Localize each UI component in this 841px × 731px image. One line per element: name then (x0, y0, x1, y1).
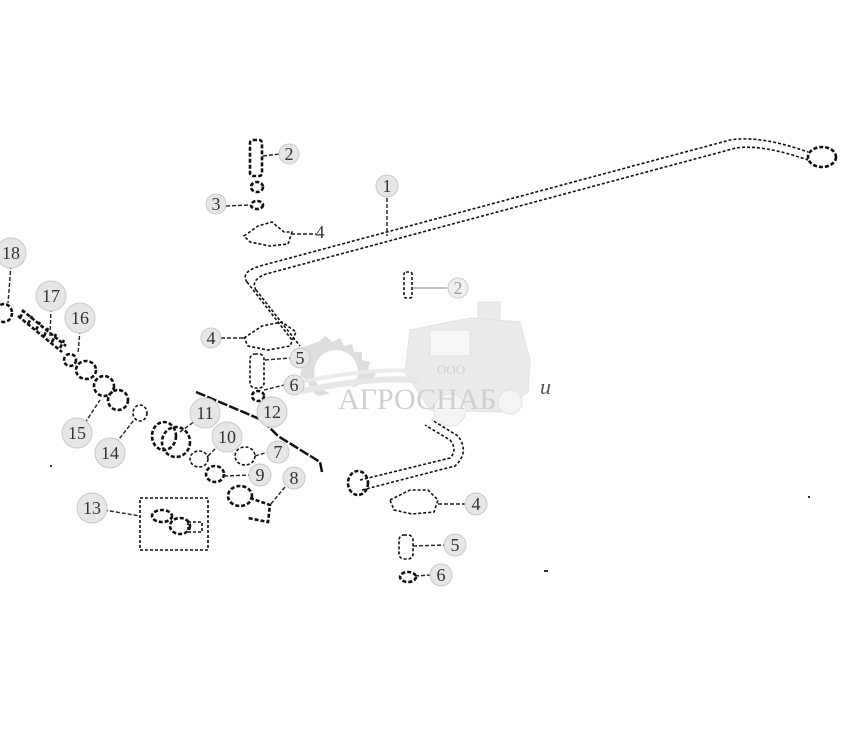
svg-text:17: 17 (42, 286, 60, 306)
callout-9: 9 (248, 463, 272, 487)
part-15-plunger (74, 359, 130, 412)
svg-text:13: 13 (83, 498, 101, 518)
part-2-bolt-middle (403, 271, 413, 299)
callout-16: 16 (64, 302, 96, 334)
svg-text:4: 4 (472, 494, 481, 514)
watermark-logo: ООО АГРОСНАБ (296, 301, 531, 427)
callout-8: 8 (282, 466, 306, 490)
part-1-tube (244, 138, 838, 347)
support-bar (195, 390, 324, 473)
lower-tube (346, 419, 465, 497)
svg-text:16: 16 (71, 308, 89, 328)
svg-text:4: 4 (316, 222, 325, 242)
part-6-nut (250, 389, 418, 584)
part-4-clamp-upper (242, 221, 294, 247)
callout-6-middle: 6 (283, 374, 305, 396)
callout-10: 10 (211, 421, 243, 453)
svg-text:11: 11 (196, 403, 213, 423)
watermark-prefix: ООО (437, 362, 465, 377)
svg-text:2: 2 (285, 144, 294, 164)
svg-text:15: 15 (68, 423, 86, 443)
callout-4-middle: 4 (200, 327, 222, 349)
svg-text:1: 1 (383, 176, 392, 196)
part-2-bolt-upper (248, 138, 264, 178)
callout-17: 17 (35, 280, 67, 312)
stray-mark (544, 570, 548, 572)
part-18-ring (0, 302, 14, 324)
svg-text:9: 9 (256, 465, 265, 485)
callout-6-lower: 6 (429, 563, 453, 587)
part-4-clamp-middle (242, 321, 297, 351)
watermark-suffix: и (540, 374, 551, 399)
svg-text:8: 8 (290, 468, 299, 488)
watermark-brand: АГРОСНАБ (338, 383, 497, 416)
part-8-elbow (226, 484, 272, 524)
svg-text:2: 2 (454, 278, 463, 298)
leader-lines (7, 153, 466, 577)
callout-2-middle: 2 (447, 277, 469, 299)
callout-4-lower: 4 (464, 492, 488, 516)
part-9-oring (204, 464, 226, 484)
svg-text:3: 3 (212, 194, 221, 214)
svg-text:6: 6 (437, 565, 446, 585)
part-10-oring (189, 450, 209, 468)
callout-13: 13 (76, 492, 108, 524)
svg-text:18: 18 (2, 243, 20, 263)
svg-text:14: 14 (101, 443, 119, 463)
stray-mark (50, 465, 52, 467)
callout-7: 7 (266, 440, 290, 464)
svg-text:10: 10 (218, 427, 236, 447)
callout-5-lower: 5 (443, 533, 467, 557)
part-17-spring (17, 308, 67, 354)
part-11-fitting (150, 420, 192, 459)
svg-text:5: 5 (296, 348, 305, 368)
svg-text:6: 6 (290, 375, 299, 395)
combine-harvester-icon (404, 301, 531, 427)
part-5-sleeve-middle (249, 353, 265, 389)
part-7-oring (234, 446, 256, 466)
svg-text:7: 7 (274, 442, 283, 462)
callout-18: 18 (0, 237, 27, 269)
stray-mark (808, 496, 810, 498)
part-5-sleeve-lower (398, 534, 414, 560)
callout-14: 14 (94, 437, 126, 469)
callout-11: 11 (189, 397, 221, 429)
gear-icon (296, 336, 424, 396)
part-16-ring (62, 352, 78, 368)
part-3-washer (249, 180, 265, 211)
callout-2-upper: 2 (278, 143, 300, 165)
callout-15: 15 (61, 417, 93, 449)
part-4-clamp-lower (388, 489, 439, 515)
part-13-assembly (139, 497, 209, 551)
svg-text:12: 12 (263, 402, 281, 422)
callout-12: 12 (256, 396, 288, 428)
callout-4-upper: 4 (316, 222, 325, 242)
callout-5-middle: 5 (289, 347, 311, 369)
svg-text:4: 4 (207, 328, 216, 348)
part-14-ring (132, 404, 148, 422)
callout-1: 1 (375, 174, 399, 198)
svg-text:5: 5 (451, 535, 460, 555)
callout-3: 3 (205, 193, 227, 215)
